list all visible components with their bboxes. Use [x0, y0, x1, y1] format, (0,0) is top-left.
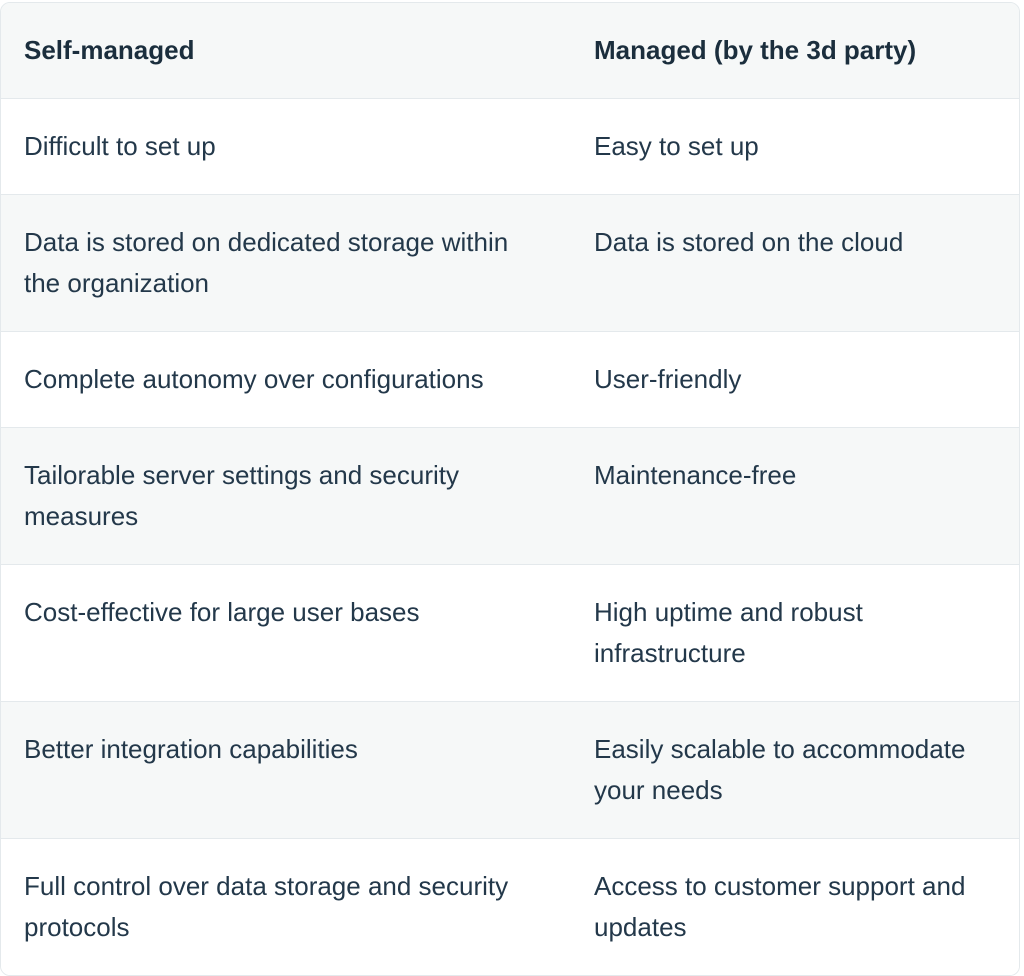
table-row: Better integration capabilities Easily s… [1, 701, 1019, 839]
table-header: Self-managed Managed (by the 3d party) [1, 3, 1019, 99]
cell-managed: Maintenance-free [571, 427, 1019, 565]
header-managed: Managed (by the 3d party) [571, 3, 1019, 99]
cell-self-managed: Tailorable server settings and security … [1, 427, 571, 565]
header-row: Self-managed Managed (by the 3d party) [1, 3, 1019, 99]
table-body: Difficult to set up Easy to set up Data … [1, 98, 1019, 975]
cell-self-managed: Difficult to set up [1, 98, 571, 195]
cell-self-managed: Data is stored on dedicated storage with… [1, 194, 571, 332]
cell-managed: High uptime and robust infrastructure [571, 564, 1019, 702]
table-row: Cost-effective for large user bases High… [1, 564, 1019, 702]
table-row: Data is stored on dedicated storage with… [1, 194, 1019, 332]
cell-self-managed: Better integration capabilities [1, 701, 571, 839]
table-row: Difficult to set up Easy to set up [1, 98, 1019, 195]
table-row: Tailorable server settings and security … [1, 427, 1019, 565]
cell-managed: User-friendly [571, 331, 1019, 428]
cell-managed: Easily scalable to accommodate your need… [571, 701, 1019, 839]
cell-managed: Data is stored on the cloud [571, 194, 1019, 332]
cell-managed: Access to customer support and updates [571, 838, 1019, 975]
cell-self-managed: Full control over data storage and secur… [1, 838, 571, 975]
cell-self-managed: Complete autonomy over configurations [1, 331, 571, 428]
cell-managed: Easy to set up [571, 98, 1019, 195]
comparison-table: Self-managed Managed (by the 3d party) D… [1, 3, 1019, 975]
table-row: Full control over data storage and secur… [1, 838, 1019, 975]
header-self-managed: Self-managed [1, 3, 571, 99]
table-row: Complete autonomy over configurations Us… [1, 331, 1019, 428]
cell-self-managed: Cost-effective for large user bases [1, 564, 571, 702]
